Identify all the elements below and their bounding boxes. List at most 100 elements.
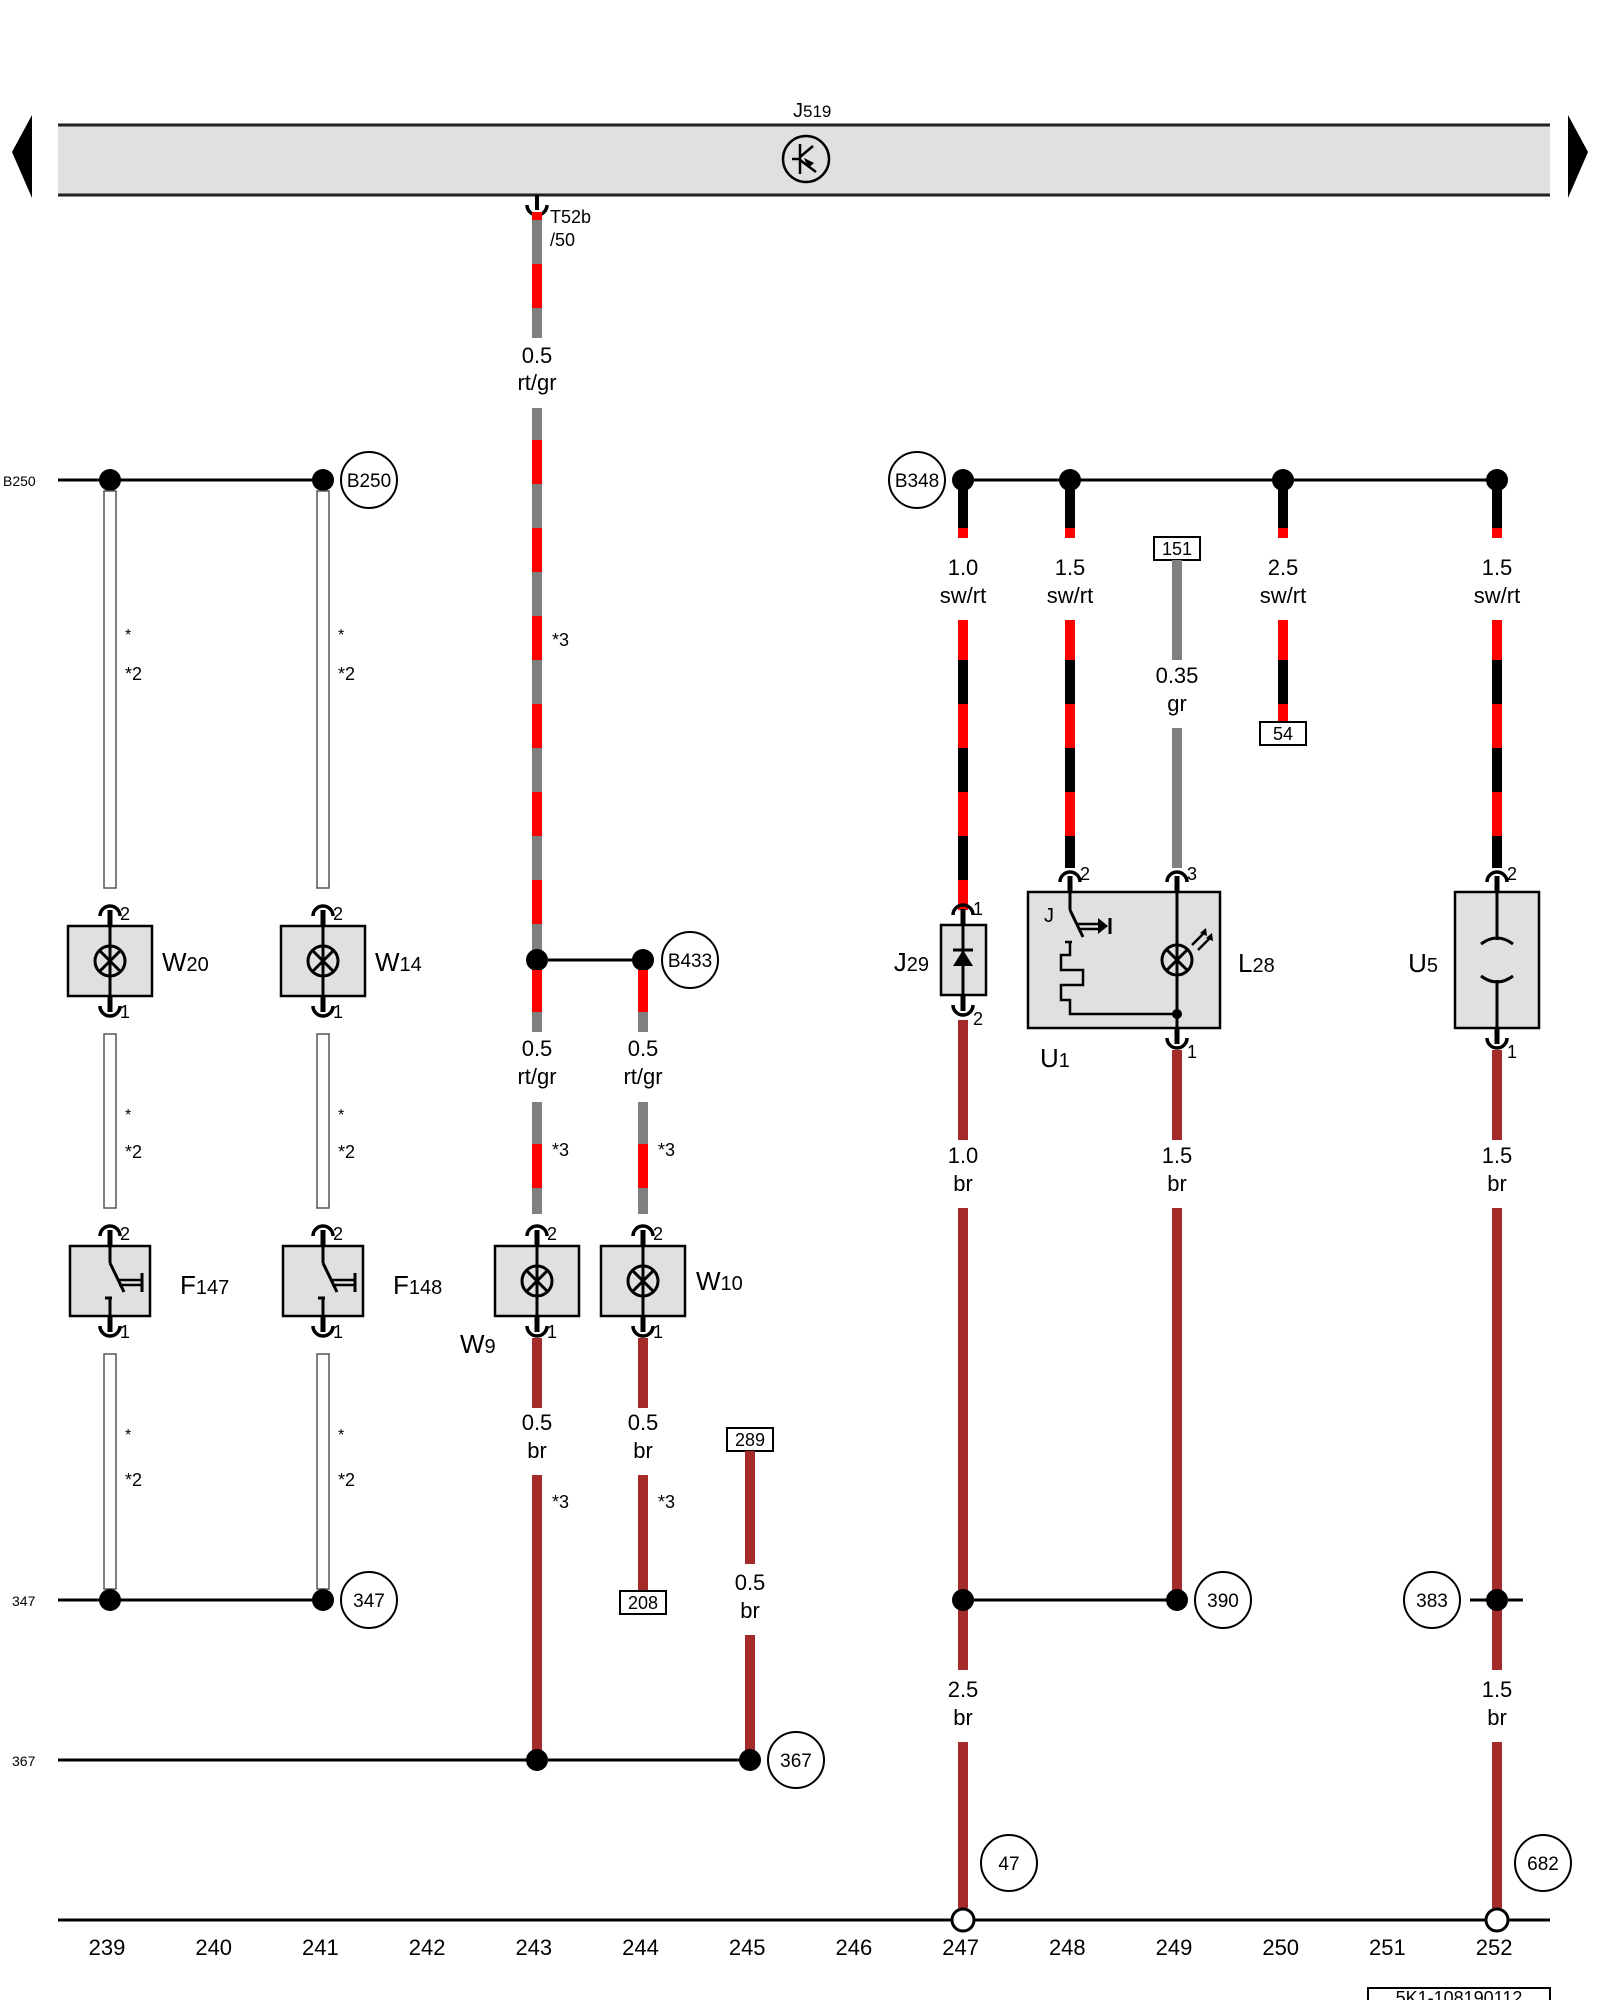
- footnote-label: *2: [125, 664, 142, 684]
- wire-245-lower[interactable]: [745, 1635, 755, 1760]
- ref-47[interactable]: 47: [980, 1834, 1038, 1892]
- wire-247-brown[interactable]: [958, 1020, 968, 1140]
- box-54[interactable]: 54: [1259, 721, 1307, 746]
- svg-text:208: 208: [628, 1593, 658, 1613]
- wire-252-brown[interactable]: [1492, 1050, 1502, 1140]
- ref-b348[interactable]: B348: [888, 451, 946, 509]
- footnote-label: *: [338, 1427, 344, 1444]
- wire-color-label: sw/rt: [1260, 583, 1306, 608]
- svg-text:383: 383: [1416, 1591, 1448, 1612]
- ref-383[interactable]: 383: [1403, 1571, 1461, 1629]
- wire-244-brown[interactable]: [638, 1338, 648, 1408]
- wire-244-ground[interactable]: [638, 1475, 648, 1598]
- svg-text:682: 682: [1527, 1854, 1559, 1875]
- wire-size-label: 1.0: [948, 555, 979, 580]
- wire-size-label: 2.5: [948, 1677, 979, 1702]
- wire-color-label: rt/gr: [623, 1064, 662, 1089]
- switch-icon: [105, 1246, 144, 1316]
- svg-text:390: 390: [1207, 1591, 1239, 1612]
- wire-248-upper[interactable]: [1065, 620, 1075, 868]
- control-unit-label: J519: [793, 100, 831, 122]
- column-number: 248: [1049, 1935, 1086, 1960]
- wire-247-lower[interactable]: [958, 1208, 968, 1670]
- nav-left-arrow-icon[interactable]: [12, 115, 32, 198]
- pin-number: 3: [1187, 864, 1197, 884]
- wire-252-upper[interactable]: [1492, 620, 1502, 868]
- footnote-label: *3: [658, 1492, 675, 1512]
- splice-point: [99, 469, 121, 491]
- shielded-wire[interactable]: [316, 1353, 330, 1590]
- pin-number: 2: [547, 1224, 557, 1244]
- wire-size-label: 0.5: [628, 1036, 659, 1061]
- wire-size-label: 1.5: [1482, 1677, 1513, 1702]
- wire-249-upper[interactable]: [1172, 560, 1182, 660]
- wire-243-upper[interactable]: [532, 408, 542, 1032]
- wire-size-label: 0.5: [628, 1410, 659, 1435]
- wire-color-label: gr: [1167, 691, 1187, 716]
- wire-249-brown[interactable]: [1172, 1050, 1182, 1140]
- pin-number: 1: [1507, 1042, 1517, 1062]
- shielded-wire[interactable]: [316, 1033, 330, 1209]
- wire-243-brown[interactable]: [532, 1338, 542, 1408]
- wire-252-ground[interactable]: [1492, 1742, 1502, 1908]
- wire-248-top[interactable]: [1065, 490, 1075, 538]
- switch-icon: [318, 1246, 357, 1316]
- wire-247-upper[interactable]: [958, 620, 968, 910]
- wire-247-top[interactable]: [958, 490, 968, 538]
- wire-244-lower-red[interactable]: [638, 1102, 648, 1214]
- wire-250-upper[interactable]: [1278, 620, 1288, 726]
- ref-347[interactable]: 347: [340, 1571, 398, 1629]
- shielded-wire[interactable]: [103, 490, 117, 889]
- wire-245-upper[interactable]: [745, 1451, 755, 1564]
- box-289[interactable]: 289: [726, 1427, 774, 1452]
- wire-244-upper[interactable]: [638, 970, 648, 1032]
- lamp-icon: [1160, 943, 1194, 977]
- splice-point: [1172, 1009, 1182, 1019]
- footnote-label: *2: [338, 1142, 355, 1162]
- ref-367[interactable]: 367: [767, 1731, 825, 1789]
- relay-switch-icon: [1068, 892, 1112, 938]
- component-label: W10: [696, 1266, 743, 1296]
- wire-243-split[interactable]: [532, 970, 542, 1032]
- ref-b433[interactable]: B433: [661, 931, 719, 989]
- box-208[interactable]: 208: [619, 1590, 667, 1615]
- ref-390[interactable]: 390: [1194, 1571, 1252, 1629]
- wire-243-ground[interactable]: [532, 1475, 542, 1760]
- wire-249-lower[interactable]: [1172, 728, 1182, 868]
- svg-text:47: 47: [998, 1854, 1019, 1875]
- shielded-wire[interactable]: [316, 490, 330, 889]
- wire-250-top[interactable]: [1278, 490, 1288, 538]
- ref-682[interactable]: 682: [1514, 1834, 1572, 1892]
- wire-249-lower-brown[interactable]: [1172, 1208, 1182, 1600]
- wire-247-ground[interactable]: [958, 1742, 968, 1908]
- wire-size-label: 1.5: [1162, 1143, 1193, 1168]
- connector-icon: [98, 1005, 122, 1018]
- wire-252-lower[interactable]: [1492, 1208, 1502, 1670]
- wire-252-top[interactable]: [1492, 490, 1502, 538]
- document-id: 5K1-108190112: [1367, 1987, 1551, 2000]
- shielded-wire[interactable]: [103, 1033, 117, 1209]
- wire-243-top[interactable]: [532, 212, 542, 338]
- nav-right-arrow-icon[interactable]: [1568, 115, 1588, 198]
- box-151[interactable]: 151: [1153, 536, 1201, 561]
- control-unit-j519[interactable]: J519: [58, 100, 1550, 197]
- ref-b250[interactable]: B250: [340, 451, 398, 509]
- wire-243-lower-red[interactable]: [532, 1102, 542, 1214]
- splice-point: [526, 1749, 548, 1771]
- pin-number: 1: [333, 1002, 343, 1022]
- heater-coil-icon: [1059, 940, 1177, 1016]
- column-number: 247: [942, 1935, 979, 1960]
- footnote-label: *: [338, 627, 344, 644]
- shielded-wire[interactable]: [103, 1353, 117, 1590]
- transistor-icon: [781, 134, 831, 184]
